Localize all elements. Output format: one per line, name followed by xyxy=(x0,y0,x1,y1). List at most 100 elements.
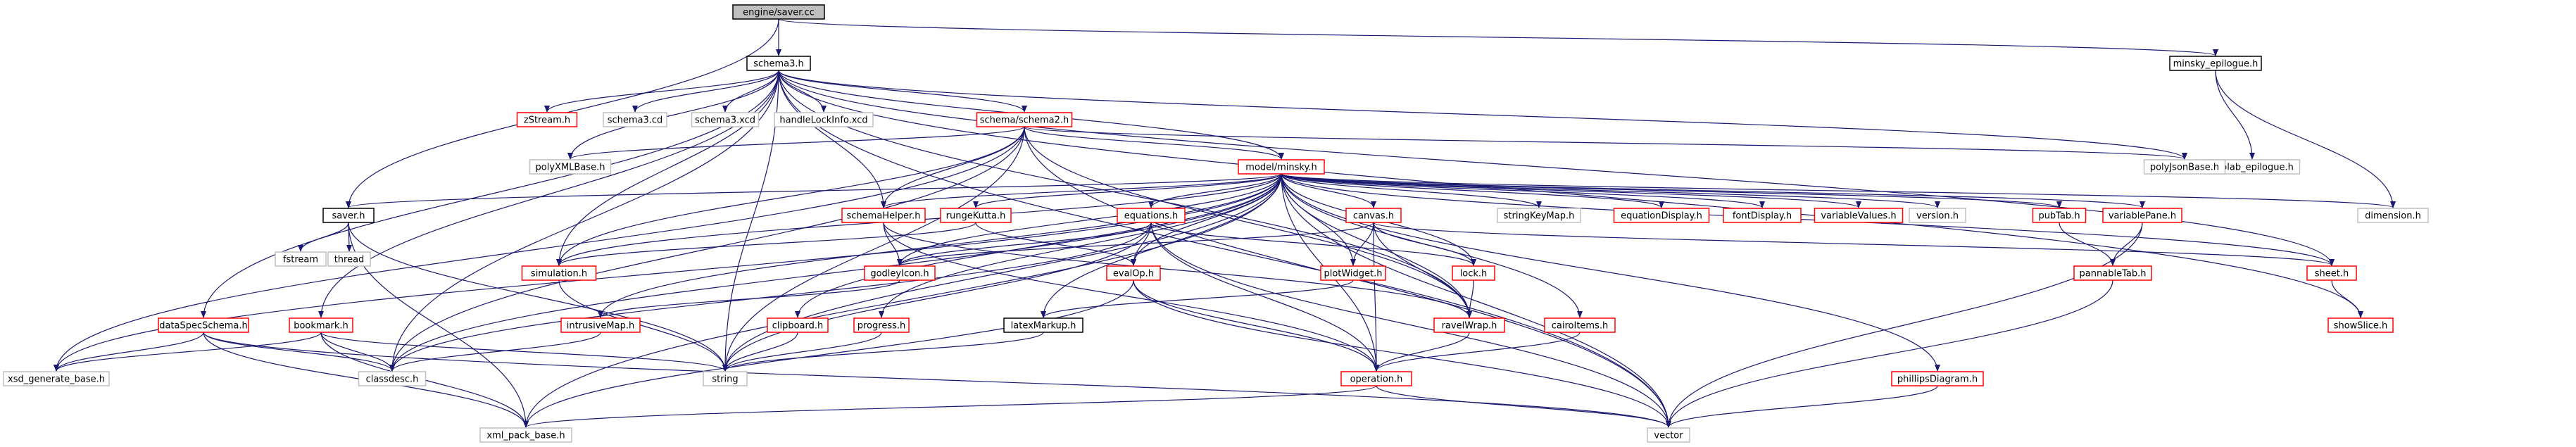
node-box xyxy=(358,371,427,386)
node-box xyxy=(322,208,375,223)
edge-dataSpecSchema_h-to-xsd_generate_base_h xyxy=(54,332,204,372)
node-label: equationDisplay.h xyxy=(1621,211,1702,222)
node-plotWidget_h[interactable]: plotWidget.h xyxy=(1320,265,1386,281)
edge-layer xyxy=(54,18,2396,428)
node-box xyxy=(2357,208,2429,223)
node-intrusiveMap_h[interactable]: intrusiveMap.h xyxy=(560,317,641,333)
edge-minsky_h-to-phillipsDiagram_h xyxy=(1281,173,1940,372)
node-canvas_h[interactable]: canvas.h xyxy=(1345,208,1402,223)
edge-godleyIcon_h-to-intrusiveMap_h xyxy=(598,279,900,318)
edge-simulation_h-to-string xyxy=(558,279,728,372)
node-label: lock.h xyxy=(1460,269,1488,279)
node-dimension_h[interactable]: dimension.h xyxy=(2357,208,2429,223)
node-progress_h[interactable]: progress.h xyxy=(853,317,910,333)
node-equations_h[interactable]: equations.h xyxy=(1117,208,1186,223)
node-saver_h[interactable]: saver.h xyxy=(322,208,375,223)
node-box xyxy=(774,112,874,127)
edge-minsky_h-to-equations_h xyxy=(1148,173,1282,208)
node-classdesc_h[interactable]: classdesc.h xyxy=(358,371,427,386)
node-box xyxy=(2032,208,2087,223)
node-minsky_h[interactable]: model/minsky.h xyxy=(1238,159,1325,175)
node-pannableTab_h[interactable]: pannableTab.h xyxy=(2073,265,2152,281)
node-stringKeyMap_h[interactable]: stringKeyMap.h xyxy=(1497,208,1581,223)
node-xml_pack_base_h[interactable]: xml_pack_base.h xyxy=(479,427,572,443)
node-schema3_cd[interactable]: schema3.cd xyxy=(603,112,667,127)
edge-rungeKutta_h-to-simulation_h xyxy=(556,222,976,266)
node-polyJsonBase_h[interactable]: polyJsonBase.h xyxy=(2143,159,2226,175)
node-label: fontDisplay.h xyxy=(1733,211,1792,222)
node-label: schemaHelper.h xyxy=(847,211,921,222)
node-string[interactable]: string xyxy=(703,371,748,386)
node-version_h[interactable]: version.h xyxy=(1909,208,1966,223)
node-box xyxy=(2143,159,2226,175)
node-schema3_h[interactable]: schema3.h xyxy=(746,56,811,71)
node-simulation_h[interactable]: simulation.h xyxy=(521,265,597,281)
edge-bookmark_h-to-classdesc_h xyxy=(320,332,395,372)
node-equationDisplay_h[interactable]: equationDisplay.h xyxy=(1613,208,1710,223)
edge-schemaHelper_h-to-operation_h xyxy=(883,222,1379,372)
node-showSlice_h[interactable]: showSlice.h xyxy=(2327,317,2394,333)
node-label: canvas.h xyxy=(1353,211,1394,222)
node-label: model/minsky.h xyxy=(1245,163,1317,173)
node-bookmark_h[interactable]: bookmark.h xyxy=(289,317,353,333)
edge-saver_cc-to-minsky_epilogue_h xyxy=(778,18,2218,56)
node-schemaHelper_h[interactable]: schemaHelper.h xyxy=(841,208,926,223)
node-phillipsDiagram_h[interactable]: phillipsDiagram.h xyxy=(1891,371,1984,386)
node-box xyxy=(940,208,1012,223)
node-lock_h[interactable]: lock.h xyxy=(1452,265,1495,281)
node-polyXMLBase_h[interactable]: polyXMLBase.h xyxy=(529,159,612,175)
node-label: version.h xyxy=(1916,211,1959,222)
node-label: fstream xyxy=(283,255,318,265)
node-box xyxy=(521,265,597,281)
node-thread[interactable]: thread xyxy=(327,251,371,267)
node-sheet_h[interactable]: sheet.h xyxy=(2306,265,2357,281)
node-label: ravelWrap.h xyxy=(1442,321,1497,332)
node-fstream[interactable]: fstream xyxy=(275,251,327,267)
edge-equations_h-to-classdesc_h xyxy=(389,222,1152,372)
node-box xyxy=(516,112,578,127)
node-evalOp_h[interactable]: evalOp.h xyxy=(1106,265,1161,281)
node-label: stringKeyMap.h xyxy=(1504,211,1575,222)
edge-schema3_h-to-schema2_h xyxy=(778,70,1027,113)
node-variablePane_h[interactable]: variablePane.h xyxy=(2102,208,2182,223)
node-ravelWrap_h[interactable]: ravelWrap.h xyxy=(1433,317,1505,333)
node-schema2_h[interactable]: schema/schema2.h xyxy=(976,112,1073,127)
edge-equations_h-to-godleyIcon_h xyxy=(897,222,1152,266)
edge-progress_h-to-string xyxy=(722,332,882,372)
node-godleyIcon_h[interactable]: godleyIcon.h xyxy=(864,265,936,281)
node-zStream_h[interactable]: zStream.h xyxy=(516,112,578,127)
node-box xyxy=(1613,208,1710,223)
edge-schema3_h-to-zStream_h xyxy=(544,70,779,113)
node-dataSpecSchema_h[interactable]: dataSpecSchema.h xyxy=(158,317,249,333)
node-box xyxy=(767,317,829,333)
edge-schema3_h-to-schema3_cd xyxy=(632,70,779,113)
node-latexMarkup_h[interactable]: latexMarkup.h xyxy=(1003,317,1083,333)
node-box xyxy=(1433,317,1505,333)
edge-schema2_h-to-ravelWrap_h xyxy=(1024,126,1472,318)
node-box xyxy=(1452,265,1495,281)
node-minsky_epilogue_h[interactable]: minsky_epilogue.h xyxy=(2169,56,2262,71)
node-operation_h[interactable]: operation.h xyxy=(1340,371,1412,386)
node-xsd_generate_base_h[interactable]: xsd_generate_base.h xyxy=(3,371,110,386)
node-vector[interactable]: vector xyxy=(1647,427,1690,443)
node-CairoItems_h[interactable]: cairoItems.h xyxy=(1544,317,1616,333)
node-clipboard_h[interactable]: clipboard.h xyxy=(767,317,829,333)
node-label: simulation.h xyxy=(531,269,587,279)
node-rungeKutta_h[interactable]: rungeKutta.h xyxy=(940,208,1012,223)
node-fontDisplay_h[interactable]: fontDisplay.h xyxy=(1723,208,1802,223)
node-handleLockInfo_xcd[interactable]: handleLockInfo.xcd xyxy=(774,112,874,127)
node-label: phillipsDiagram.h xyxy=(1897,374,1978,385)
node-variableValues_h[interactable]: variableValues.h xyxy=(1814,208,1904,223)
node-schema3_xcd[interactable]: schema3.xcd xyxy=(691,112,760,127)
node-pubTab_h[interactable]: pubTab.h xyxy=(2032,208,2087,223)
edge-schemaHelper_h-to-ravelWrap_h xyxy=(883,222,1472,318)
node-label: progress.h xyxy=(857,321,906,332)
node-label: operation.h xyxy=(1350,374,1403,385)
edge-rungeKutta_h-to-evalOp_h xyxy=(975,222,1136,266)
edge-bookmark_h-to-string xyxy=(320,332,728,372)
edge-ravelWrap_h-to-operation_h xyxy=(1374,332,1470,372)
edge-canvas_h-to-lock_h xyxy=(1373,222,1476,266)
node-ecolab_epilogue_h[interactable]: ecolab_epilogue.h xyxy=(2204,159,2301,175)
node-label: dataSpecSchema.h xyxy=(159,321,248,332)
